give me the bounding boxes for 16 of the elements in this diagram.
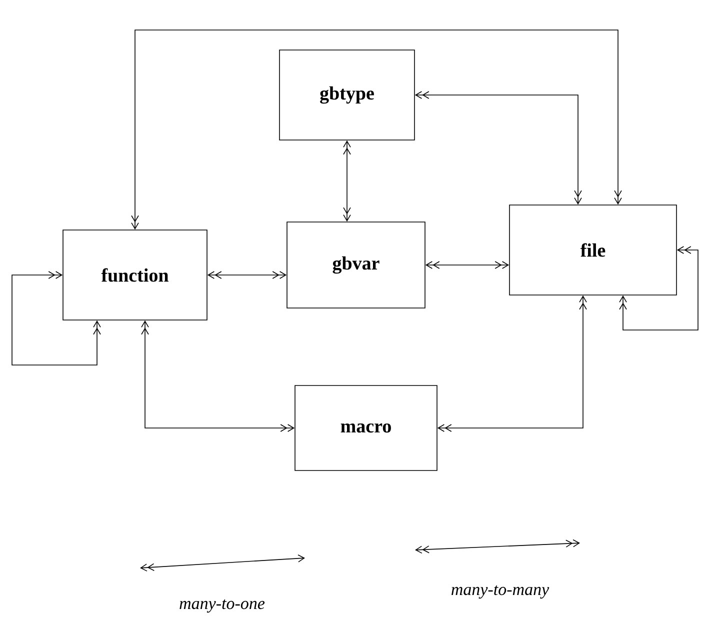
entity-box: gbtype (279, 50, 415, 140)
entity-box: function (62, 230, 208, 320)
entity-box: file (509, 204, 677, 296)
arrow (425, 261, 510, 269)
arrow (141, 320, 295, 432)
arrow (414, 91, 582, 205)
legend-label: many-to-one (180, 599, 265, 613)
arrow (437, 295, 587, 432)
arrow (12, 271, 101, 366)
arrow (207, 271, 287, 279)
arrow (343, 140, 351, 222)
legend-label: many-to-many (452, 585, 550, 599)
entity-box: gbvar (286, 222, 426, 308)
arrow (131, 30, 622, 230)
entity-box: macro (294, 385, 438, 471)
arrow (619, 246, 698, 330)
